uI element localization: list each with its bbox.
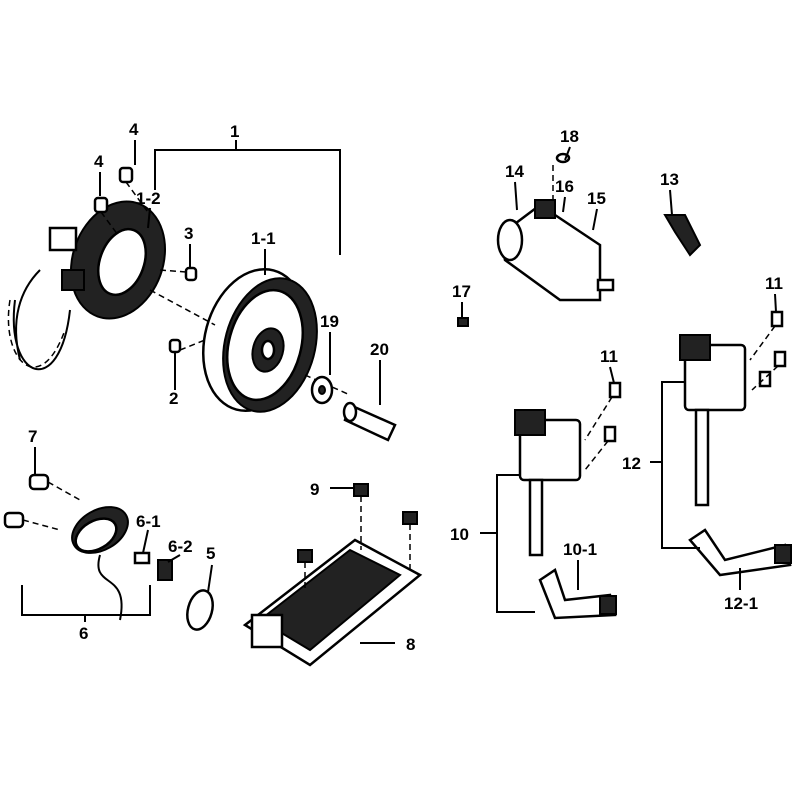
label-6-2: 6-2 (168, 537, 193, 556)
label-6: 6 (79, 624, 88, 643)
label-3: 3 (184, 224, 193, 243)
label-12: 12 (622, 454, 641, 473)
label-2: 2 (169, 389, 178, 408)
label-5: 5 (206, 544, 215, 563)
part-labels: 1 4 4 1-2 3 1-1 19 20 2 7 6-1 6-2 5 6 9 … (28, 120, 783, 654)
bolt-parts-4 (93, 166, 231, 354)
label-4: 4 (94, 152, 104, 171)
label-11-right: 11 (765, 274, 783, 293)
flywheel-part (149, 268, 351, 413)
label-6-1: 6-1 (136, 512, 161, 531)
stator-part (7, 200, 167, 371)
sensor-part (663, 214, 702, 257)
label-12-1: 12-1 (724, 594, 758, 613)
label-17: 17 (452, 282, 471, 301)
label-11-left: 11 (600, 347, 618, 366)
label-8: 8 (406, 635, 415, 654)
starter-motor-part (496, 152, 615, 302)
label-18: 18 (560, 127, 579, 146)
label-13: 13 (660, 170, 679, 189)
label-20: 20 (370, 340, 389, 359)
label-1-2: 1-2 (136, 189, 161, 208)
clip-part (457, 317, 469, 327)
ignition-coil-part-12 (679, 310, 792, 577)
leader-lines (21, 140, 777, 644)
label-10-1: 10-1 (563, 540, 597, 559)
label-15: 15 (587, 189, 606, 208)
pickup-coil-part (3, 473, 214, 631)
regulator-part (242, 483, 423, 667)
label-1-1: 1-1 (251, 229, 276, 248)
label-1: 1 (230, 122, 239, 141)
label-7: 7 (28, 427, 37, 446)
label-16: 16 (555, 177, 574, 196)
label-14: 14 (505, 162, 524, 181)
label-4-top: 4 (129, 120, 139, 139)
label-10: 10 (450, 525, 469, 544)
label-19: 19 (320, 312, 339, 331)
label-9: 9 (310, 480, 319, 499)
ignition-coil-part-10 (514, 381, 622, 620)
washer-and-bolt-parts (310, 375, 397, 442)
